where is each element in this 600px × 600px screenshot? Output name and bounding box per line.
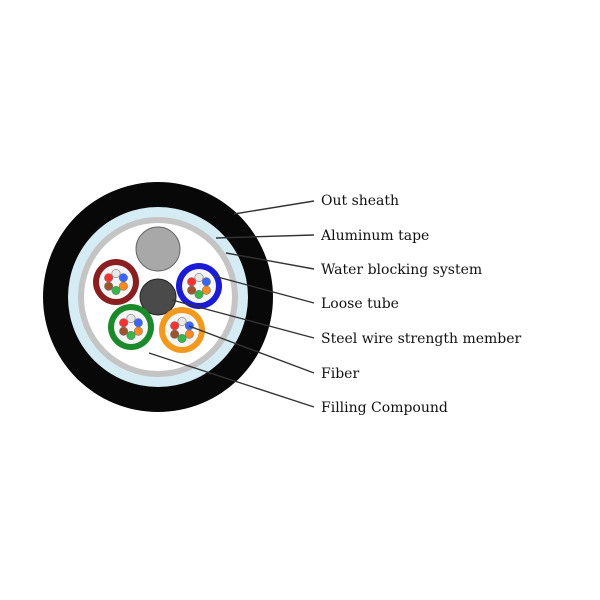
fiber-strand [118,273,128,283]
steel-wire-strength-member [139,278,177,316]
fiber-strand [201,277,211,287]
fiber-strand [111,268,121,278]
leader-loose-tube [213,275,315,304]
fiber-strand [194,272,204,282]
loose-tube-blue [176,263,222,309]
fiber-strand [126,313,136,323]
loose-tube-orange [159,307,205,353]
fiber-strand [104,273,114,283]
leader-water-blocking [225,252,315,270]
label-filling-compound: Filling Compound [321,400,448,416]
filler-rod [135,226,181,272]
fiber-strand [119,326,129,336]
fiber-strand [104,281,114,291]
label-loose-tube: Loose tube [321,296,399,312]
fiber-strand [111,285,121,295]
fiber-strand [177,316,187,326]
fiber-strand [201,285,211,295]
fiber-strand [133,318,143,328]
fiber-strand [170,321,180,331]
loose-tube-green [108,304,154,350]
fiber-strand [187,285,197,295]
label-water-blocking-system: Water blocking system [321,262,482,278]
fiber-strand [177,333,187,343]
fiber-strand [119,318,129,328]
leader-out-sheath [233,200,315,215]
leader-filling-compound [148,352,315,408]
label-out-sheath: Out sheath [321,193,399,209]
fiber-strand [126,330,136,340]
label-aluminum-tape: Aluminum tape [320,228,429,244]
leader-aluminum-tape [215,234,315,239]
leader-lines [148,200,315,408]
fiber-strand [187,277,197,287]
leader-steel-wire [171,299,315,339]
loose-tube-red [93,259,139,305]
fiber-strand [184,329,194,339]
fiber-strand [194,289,204,299]
fiber-strand [170,329,180,339]
label-fiber: Fiber [321,366,359,382]
fiber-strand [133,326,143,336]
fiber-strand [118,281,128,291]
label-steel-wire-strength-member: Steel wire strength member [321,331,522,347]
leader-fiber [188,325,315,374]
